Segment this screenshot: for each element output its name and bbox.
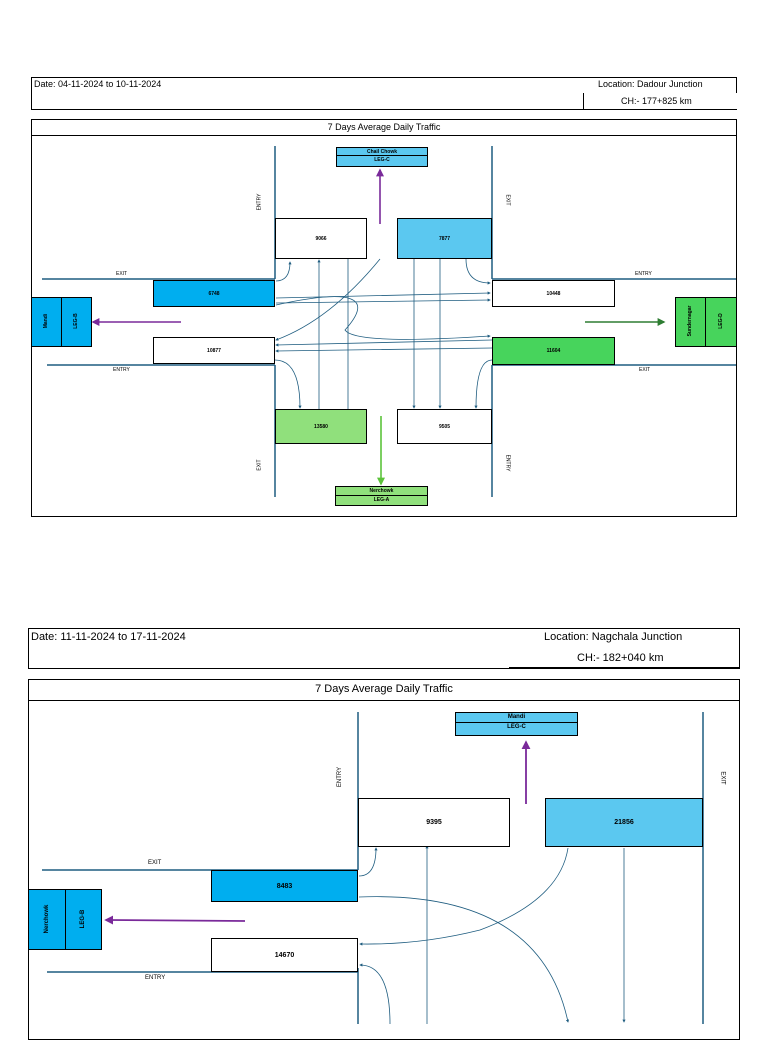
chainage-label-2: CH:- 182+040 km — [577, 652, 664, 664]
leg-c-name-2: Mandi — [507, 714, 526, 720]
leg-b-label-box-2 — [65, 889, 102, 950]
leg-d-label-box — [705, 297, 737, 347]
north-exit-label-2: EXIT — [719, 771, 726, 785]
leg-a-name: Nerchowk — [369, 488, 394, 494]
north-exit-volume-2: 21856 — [545, 798, 703, 847]
date-label: Date: 04-11-2024 to 10-11-2024 — [34, 79, 162, 89]
chainage-underline-2 — [509, 667, 740, 669]
east-entry-volume: 11604 — [492, 337, 615, 365]
west-exit-label: EXIT — [116, 271, 128, 277]
leg-a-label: LEG-A — [373, 497, 390, 503]
leg-b-name-box-2 — [28, 889, 66, 950]
header-row-chainage-2 — [28, 647, 740, 669]
leg-b-name-2: Nerchowk — [44, 904, 50, 934]
diagram-title-2: 7 Days Average Daily Traffic — [315, 683, 453, 695]
location-label: Location: Dadour Junction — [598, 79, 703, 89]
leg-c-label: LEG-C — [374, 157, 390, 163]
west-entry-volume-2: 14670 — [211, 938, 358, 972]
leg-c-label-box: LEG-C — [336, 155, 428, 167]
west-exit-volume-2: 8483 — [211, 870, 358, 902]
north-entry-volume: 9066 — [275, 218, 367, 259]
date-label-2: Date: 11-11-2024 to 17-11-2024 — [31, 631, 186, 643]
chainage-label: CH:- 177+825 km — [621, 96, 692, 106]
east-exit-volume: 10448 — [492, 280, 615, 307]
east-exit-label: EXIT — [639, 367, 651, 373]
leg-b-label-2: LEG-B — [80, 909, 86, 929]
leg-a-label-box: LEG-A — [335, 495, 428, 506]
location-label-2: Location: Nagchala Junction — [544, 631, 683, 643]
leg-c-label-2: LEG-C — [507, 724, 526, 730]
north-entry-volume-2: 9395 — [358, 798, 510, 847]
leg-c-label-box-2: LEG-C — [455, 722, 578, 736]
chainage-box — [583, 93, 737, 110]
diagram-canvas — [31, 135, 737, 517]
west-entry-volume: 10877 — [153, 337, 275, 364]
north-entry-label-2: ENTRY — [337, 766, 344, 788]
south-exit-volume: 13580 — [275, 409, 367, 444]
north-exit-volume: 7877 — [397, 218, 492, 259]
diagram-title: 7 Days Average Daily Traffic — [327, 122, 441, 132]
west-entry-label: ENTRY — [113, 367, 130, 373]
south-entry-volume: 9505 — [397, 409, 492, 444]
west-entry-label-2: ENTRY — [145, 975, 166, 981]
west-exit-label-2: EXIT — [148, 860, 162, 866]
west-exit-volume: 6748 — [153, 280, 275, 307]
leg-b-label-box — [61, 297, 92, 347]
leg-c-name: Chail Chowk — [366, 149, 397, 155]
east-entry-label: ENTRY — [635, 271, 652, 277]
